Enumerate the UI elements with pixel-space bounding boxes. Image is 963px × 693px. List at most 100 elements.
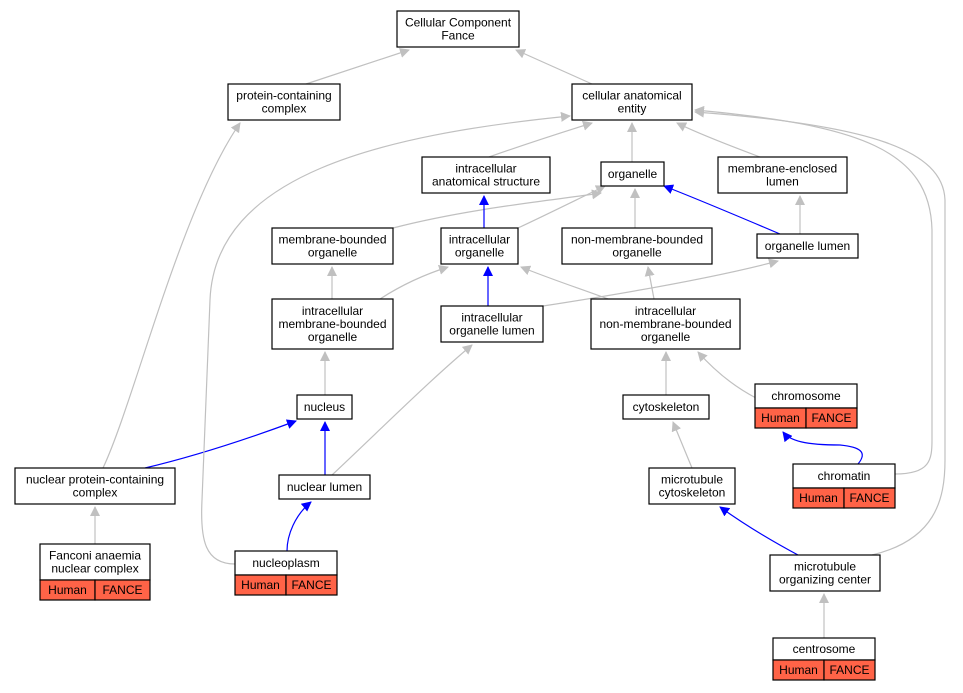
- edge-cell_anat-to-root: [515, 49, 593, 85]
- node-label-line: intracellular: [635, 304, 696, 318]
- node-label-line: organelle: [308, 330, 358, 344]
- edge-mb_organelle-to-organelle: [392, 189, 602, 229]
- annotation-gene-cell: [843, 487, 896, 509]
- node-box: [14, 467, 176, 505]
- node-label-line: organelle: [641, 330, 691, 344]
- node-box: [227, 83, 341, 121]
- edge-npc-to-nucleus: [144, 419, 297, 469]
- annotation-gene-cell: [805, 407, 858, 429]
- edge-ic_anat-to-cell_anat: [488, 120, 593, 158]
- node-label-line: Fanconi anaemia: [49, 549, 141, 563]
- node-label-line: intracellular: [449, 233, 510, 247]
- node-label-line: non-membrane-bounded: [571, 233, 703, 247]
- node-cytoskeleton[interactable]: cytoskeleton: [622, 394, 710, 420]
- edge-ic_organelle-to-organelle: [517, 185, 606, 229]
- node-nuc-lumen[interactable]: nuclear lumen: [278, 474, 371, 500]
- node-label-line: intracellular: [461, 311, 522, 325]
- node-box: [622, 394, 710, 420]
- node-label-line: protein-containing: [236, 89, 331, 103]
- node-label-line: nuclear protein-containing: [26, 473, 164, 487]
- node-label-line: organelle: [612, 246, 662, 260]
- edges-layer: [90, 48, 946, 638]
- annotation-species: Human: [779, 663, 818, 677]
- node-label-line: lumen: [766, 175, 799, 189]
- edge-ic_nmb_org-to-ic_organelle: [520, 265, 609, 300]
- node-label-line: chromatin: [818, 469, 871, 483]
- node-label-line: membrane-bounded: [278, 317, 386, 331]
- node-box: [756, 233, 859, 259]
- node-box: [421, 156, 551, 194]
- node-box: [234, 550, 338, 576]
- node-box: [571, 83, 693, 121]
- node-label-line: organelle lumen: [449, 324, 534, 338]
- node-box: [561, 227, 713, 265]
- node-label-line: nucleoplasm: [252, 556, 319, 570]
- edge-mtoc-to-mt_cyto: [719, 506, 799, 556]
- node-label-line: organelle lumen: [765, 239, 850, 253]
- node-box: [590, 298, 741, 350]
- node-label-line: organelle: [608, 167, 658, 181]
- node-label-line: complex: [73, 486, 118, 500]
- annotation-gene: FANCE: [849, 491, 889, 505]
- node-org-lumen[interactable]: organelle lumen: [756, 233, 859, 259]
- node-label-line: organelle: [455, 246, 505, 260]
- node-label-line: Fance: [441, 29, 475, 43]
- node-label-line: cytoskeleton: [659, 486, 726, 500]
- edge-protein_complex-to-root: [305, 48, 410, 85]
- annotation-species: Human: [48, 583, 87, 597]
- node-box: [440, 227, 519, 265]
- node-label-line: organelle: [308, 246, 358, 260]
- annotation-species: Human: [241, 578, 280, 592]
- node-organelle[interactable]: organelle: [600, 161, 665, 187]
- node-box: [792, 463, 896, 489]
- node-label-line: Cellular Component: [405, 16, 512, 30]
- edge-org_lumen-to-organelle: [663, 184, 781, 235]
- node-label-line: nuclear lumen: [287, 480, 362, 494]
- node-label-line: organizing center: [779, 573, 871, 587]
- node-nucleus[interactable]: nucleus: [296, 394, 353, 420]
- annotation-gene-cell: [94, 579, 151, 601]
- node-label-line: intracellular: [455, 162, 516, 176]
- node-label-line: cellular anatomical: [582, 89, 681, 103]
- node-label-line: membrane-bounded: [278, 233, 386, 247]
- node-box: [271, 298, 394, 350]
- annotation-species: Human: [761, 411, 800, 425]
- annotation-gene-cell: [823, 659, 876, 681]
- node-label-line: entity: [618, 102, 647, 116]
- annotation-gene: FANCE: [829, 663, 869, 677]
- edge-nucleoplasm-to-nuc_lumen: [286, 501, 312, 552]
- edge-mt_cyto-to-cytoskeleton: [671, 421, 693, 469]
- edge-nucleoplasm-to-cell_anat: [201, 111, 571, 565]
- edge-ic_org_lumen-to-org_lumen: [542, 258, 779, 307]
- annotation-gene-cell: [285, 574, 338, 596]
- edge-mem_lumen-to-cell_anat: [676, 122, 761, 158]
- node-box: [440, 305, 544, 343]
- node-label-line: chromosome: [771, 389, 841, 403]
- edge-mtoc-to-cell_anat: [694, 107, 946, 556]
- edge-chromatin-to-chromosome: [782, 431, 863, 465]
- annotation-gene: FANCE: [811, 411, 851, 425]
- node-label-line: microtubule: [661, 473, 723, 487]
- node-ic-nmb-org[interactable]: intracellularnon-membrane-boundedorganel…: [590, 298, 741, 350]
- edge-chromosome-to-ic_nmb_org: [697, 351, 757, 399]
